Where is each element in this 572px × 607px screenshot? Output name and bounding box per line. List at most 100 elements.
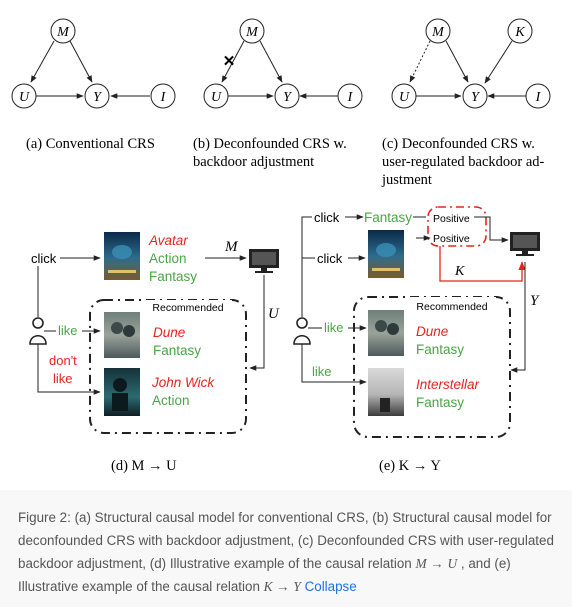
node-y: Y — [274, 83, 300, 109]
monitor-icon — [510, 232, 540, 256]
caption-b-line1: (b) Deconfounded CRS w. — [193, 136, 347, 152]
node-u: U — [203, 83, 229, 109]
caption-math-m: M — [415, 556, 427, 571]
like-label-2: like — [312, 364, 332, 379]
poster-dune — [368, 310, 404, 356]
poster-avatar — [368, 230, 404, 278]
svg-text:Y: Y — [93, 90, 103, 105]
movie-title-dune: Dune — [416, 324, 448, 339]
node-y: Y — [84, 83, 110, 109]
node-m: M — [425, 18, 451, 44]
positive-label-2: Positive — [433, 233, 470, 245]
genre-fantasy: Fantasy — [416, 395, 464, 410]
caption-math-y: Y — [293, 579, 301, 594]
monitor-icon — [249, 249, 279, 273]
edge-label-u: U — [268, 306, 280, 322]
edge-m-u — [30, 40, 55, 83]
like-label-1: like — [324, 320, 344, 335]
poster-avatar — [104, 232, 140, 280]
recommended-label: Recommended — [152, 302, 223, 314]
caption-c-line3: justment — [381, 172, 432, 188]
edge-m-u-dashed — [409, 40, 431, 83]
edge-u — [249, 275, 265, 371]
node-m: M — [50, 18, 76, 44]
genre-fantasy: Fantasy — [153, 343, 201, 358]
user-icon — [293, 317, 311, 345]
poster-dune — [104, 312, 140, 358]
movie-title-john-wick: John Wick — [151, 375, 215, 390]
blocked-mark: ✕ — [223, 53, 236, 70]
collapse-link[interactable]: Collapse — [304, 579, 357, 594]
edge-m-y — [445, 40, 469, 83]
edge-y — [510, 262, 526, 373]
svg-text:K: K — [514, 25, 525, 40]
caption-c-line2: user-regulated backdoor ad- — [382, 154, 545, 170]
node-i: I — [150, 83, 176, 109]
svg-text:I: I — [347, 90, 354, 105]
node-m: M — [239, 18, 265, 44]
node-i: I — [337, 83, 363, 109]
svg-text:I: I — [535, 90, 542, 105]
click-label: click — [31, 251, 57, 266]
svg-text:Y: Y — [471, 90, 481, 105]
caption-a: (a) Conventional CRS — [26, 136, 155, 152]
edge-k-y — [484, 40, 513, 84]
panel-a: M U Y I (a) Conventional CRS — [11, 18, 176, 152]
svg-text:M: M — [431, 25, 445, 40]
figure-caption: Figure 2: (a) Structural causal model fo… — [0, 490, 572, 607]
node-u: U — [11, 83, 37, 109]
dont-like-label-2: like — [53, 371, 73, 386]
caption-math-u: U — [447, 556, 458, 571]
caption-text-1: Figure 2: (a) Structural causal model fo… — [18, 510, 554, 571]
poster-interstellar — [368, 368, 404, 416]
edge-m-u — [221, 40, 245, 83]
click-label-2: click — [317, 251, 343, 266]
caption-b-line2: backdoor adjustment — [193, 154, 314, 170]
genre-fantasy: Fantasy — [149, 269, 197, 284]
recommended-label: Recommended — [416, 301, 487, 313]
genre-fantasy: Fantasy — [416, 342, 464, 357]
poster-john-wick — [104, 368, 140, 416]
figure-2: M U Y I (a) Conventional CRS ✕ M U Y I (… — [11, 18, 551, 474]
edge-label-m: M — [224, 239, 239, 255]
movie-title-dune: Dune — [153, 325, 185, 340]
genre-fantasy-clicked: Fantasy — [364, 210, 412, 225]
svg-text:U: U — [19, 90, 30, 105]
svg-text:I: I — [160, 90, 167, 105]
click-edge — [37, 255, 101, 317]
caption-c-line1: (c) Deconfounded CRS w. — [382, 136, 535, 152]
caption-text-3: , and (e) Illustrative example of the ca… — [18, 556, 511, 594]
node-k: K — [507, 18, 533, 44]
panel-c: M K U Y I (c) Deconfounded CRS w. user-r… — [381, 18, 551, 188]
edge-label-k: K — [454, 264, 465, 279]
caption-d: (d) M → U — [111, 458, 177, 474]
svg-text:M: M — [56, 25, 70, 40]
svg-text:U: U — [211, 90, 222, 105]
svg-text:M: M — [245, 25, 259, 40]
dont-like-label-1: don't — [49, 353, 77, 368]
node-i: I — [525, 83, 551, 109]
svg-text:U: U — [399, 90, 410, 105]
panel-b: ✕ M U Y I (b) Deconfounded CRS w. backdo… — [193, 18, 363, 170]
caption-e: (e) K → Y — [379, 458, 441, 474]
caption-text-2: → — [430, 556, 448, 571]
user-icon — [29, 317, 47, 345]
like-edge-2 — [301, 344, 367, 385]
caption-text-4: → — [272, 579, 294, 594]
genre-action: Action — [149, 251, 187, 266]
edge-label-y: Y — [530, 293, 540, 309]
node-u: U — [391, 83, 417, 109]
edge-m-y — [69, 40, 93, 83]
positive-label-1: Positive — [433, 213, 470, 225]
edge-k — [439, 246, 526, 282]
movie-title-avatar: Avatar — [148, 233, 188, 248]
panel-e: click Fantasy Positive Positive K click … — [293, 206, 540, 474]
genre-action: Action — [152, 393, 190, 408]
click-edge-1 — [301, 214, 364, 317]
user-regulation-box — [427, 206, 487, 247]
caption-math-k: K — [263, 579, 273, 594]
like-label: like — [58, 323, 78, 338]
svg-text:Y: Y — [283, 90, 293, 105]
panel-d: click Avatar Action Fantasy M U Recommen… — [29, 232, 280, 474]
edge-m-y — [259, 40, 283, 83]
